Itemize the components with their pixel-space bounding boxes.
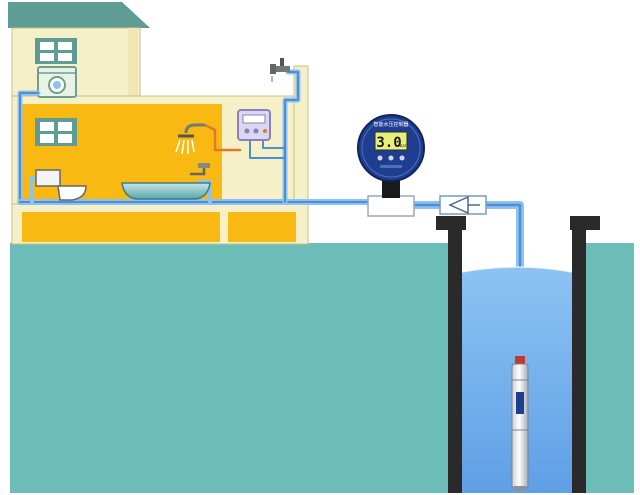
controller-button[interactable] [388,155,394,161]
ground-left [10,243,450,493]
well-casing [436,216,600,493]
controller-button[interactable] [377,155,383,161]
well-water-surface [461,266,573,273]
house-upper-post [128,28,138,100]
water-heater-icon [237,109,271,141]
submersible-pump-icon [511,356,529,491]
faucet-icon [270,58,290,82]
controller-title: 智能水压控制器 [373,121,408,128]
window-icon [35,38,77,64]
faucet-icon [190,163,210,176]
window-icon [35,118,77,146]
lcd-value: 3.0 [376,135,401,151]
controller-button[interactable] [399,155,405,161]
bathtub-icon [121,182,211,200]
check-valve-icon [439,195,487,215]
lcd-unit: bar [400,143,407,148]
shower-icon [175,123,205,155]
ground-right [584,243,634,493]
house-base-right [228,212,296,242]
house-base-left [22,212,220,242]
washing-machine-icon [37,66,77,98]
pressure-controller-icon: 智能水压控制器 3.0 bar [357,114,425,217]
roof [8,2,150,28]
toilet-icon [35,169,87,201]
